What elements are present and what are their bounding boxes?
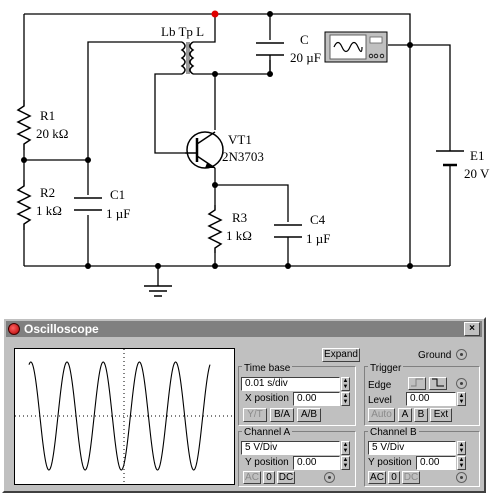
edge-rising-button[interactable] [408, 377, 426, 390]
x-position-spinner[interactable]: ▲▼ [341, 392, 350, 406]
c4-name: C4 [310, 212, 326, 227]
c1-value: 1 µF [106, 206, 130, 221]
trigger-b-button[interactable]: B [414, 408, 428, 422]
junction-dot [267, 11, 273, 17]
transistor-vt1[interactable] [185, 131, 224, 169]
transformer-lb-tp-l[interactable] [180, 41, 195, 75]
mode-ba-button[interactable]: B/A [270, 408, 294, 422]
capacitor-c[interactable] [256, 14, 284, 74]
x-position-input[interactable]: 0.00 [293, 392, 340, 406]
channel-b-group [364, 431, 480, 487]
battery-e1[interactable] [436, 140, 464, 180]
time-base-title: Time base [242, 363, 293, 374]
channel-a-terminal[interactable] [324, 472, 335, 483]
junction-dot [155, 263, 161, 269]
capacitor-c4[interactable] [274, 224, 302, 238]
edge-falling-button[interactable] [429, 377, 447, 390]
junction-dot [21, 157, 27, 163]
junction-dot [267, 71, 273, 77]
channel-a-y-position-input[interactable]: 0.00 [293, 456, 340, 470]
r3-value: 1 kΩ [226, 228, 252, 243]
vt1-name: VT1 [228, 132, 252, 147]
channel-a-scale-spinner[interactable]: ▲▼ [341, 441, 350, 455]
channel-b-terminal[interactable] [456, 472, 467, 483]
resistor-r2[interactable] [16, 180, 32, 230]
inductor-label: Lb Tp L [161, 24, 204, 39]
trigger-ext-button[interactable]: Ext [430, 408, 452, 422]
trigger-level-input[interactable]: 0.00 [406, 392, 456, 406]
expand-button[interactable]: Expand [322, 348, 360, 362]
channel-b-ac-button[interactable]: AC [368, 471, 386, 484]
capacitor-c1[interactable] [74, 197, 102, 211]
oscilloscope-app-icon [8, 323, 20, 335]
probe-point-red[interactable] [211, 10, 219, 18]
falling-edge-icon [432, 378, 444, 387]
channel-a-ac-button[interactable]: AC [243, 471, 261, 484]
r3-name: R3 [232, 210, 247, 225]
c-name: C [300, 32, 309, 47]
time-base-group [238, 366, 356, 426]
junction-dot [85, 157, 91, 163]
channel-b-title: Channel B [368, 427, 419, 438]
channel-b-scale-spinner[interactable]: ▲▼ [457, 441, 466, 455]
r1-name: R1 [40, 108, 55, 123]
channel-b-scale-input[interactable]: 5 V/Div [368, 441, 456, 455]
close-button[interactable]: × [464, 322, 480, 336]
junction-dot [212, 263, 218, 269]
window-titlebar[interactable]: Oscilloscope × [6, 321, 482, 337]
trigger-level-spinner[interactable]: ▲▼ [457, 392, 466, 406]
trigger-terminal[interactable] [456, 378, 467, 389]
time-base-input[interactable]: 0.01 s/div [241, 377, 340, 391]
r1-value: 20 kΩ [36, 126, 68, 141]
junction-dot [407, 263, 413, 269]
trigger-title: Trigger [368, 363, 404, 374]
channel-b-y-position-input[interactable]: 0.00 [416, 456, 456, 470]
window-title: Oscilloscope [24, 322, 99, 336]
channel-a-group [238, 431, 356, 487]
c4-value: 1 µF [306, 231, 330, 246]
channel-a-scale-input[interactable]: 5 V/Div [241, 441, 340, 455]
channel-b-y-position-label: Y position [368, 457, 412, 468]
c-value: 20 µF [290, 50, 321, 65]
channel-b-zero-button[interactable]: 0 [388, 471, 400, 484]
junction-dot [212, 71, 218, 77]
edge-label: Edge [368, 380, 392, 391]
trigger-a-button[interactable]: A [398, 408, 412, 422]
level-label: Level [368, 395, 392, 406]
mode-yt-button[interactable]: Y/T [243, 408, 267, 422]
channel-a-y-position-label: Y position [245, 457, 289, 468]
r2-value: 1 kΩ [36, 203, 62, 218]
e1-value: 20 V [464, 166, 490, 181]
channel-a-title: Channel A [242, 427, 293, 438]
channel-a-dc-button[interactable]: DC [277, 471, 295, 484]
r2-name: R2 [40, 185, 55, 200]
oscilloscope-window: Oscilloscope × Expand Ground Time base 0… [2, 317, 486, 493]
channel-b-dc-button[interactable]: DC [402, 471, 420, 484]
circuit-schematic: Lb Tp L R1 20 kΩ R2 1 kΩ C1 1 µF C 20 µF… [16, 10, 490, 297]
channel-b-y-position-spinner[interactable]: ▲▼ [457, 456, 466, 470]
mode-ab-button[interactable]: A/B [297, 408, 321, 422]
junction-dot [407, 42, 413, 48]
channel-a-y-position-spinner[interactable]: ▲▼ [341, 456, 350, 470]
trigger-group [364, 366, 480, 426]
scope-display [14, 348, 235, 485]
oscilloscope-instrument-icon[interactable] [324, 31, 388, 63]
channel-a-waveform [28, 361, 211, 471]
rising-edge-icon [411, 378, 423, 387]
junction-dot [212, 182, 218, 188]
ground-symbol [144, 266, 172, 297]
time-base-spinner[interactable]: ▲▼ [341, 377, 350, 391]
junction-dot [85, 263, 91, 269]
channel-a-zero-button[interactable]: 0 [263, 471, 275, 484]
ground-terminal[interactable] [456, 349, 467, 360]
resistor-r1[interactable] [16, 100, 32, 150]
resistor-r3[interactable] [207, 205, 223, 253]
ground-label: Ground [418, 350, 452, 361]
vt1-model: 2N3703 [222, 149, 264, 164]
junction-dot [285, 263, 291, 269]
x-position-label: X position [245, 393, 289, 404]
trigger-auto-button[interactable]: Auto [368, 408, 395, 422]
c1-name: C1 [110, 187, 125, 202]
e1-name: E1 [470, 148, 484, 163]
